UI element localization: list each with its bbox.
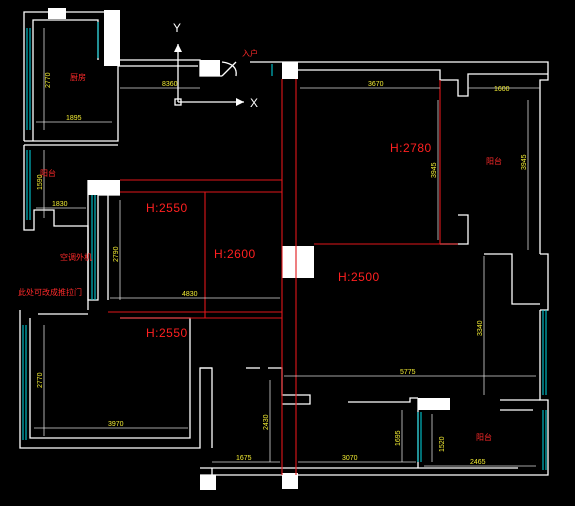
dim-living-width: 3670 xyxy=(368,81,384,88)
dim-bottom-span-b: 3070 xyxy=(342,455,358,462)
columns xyxy=(48,8,450,490)
dim-balcony-br-width: 2465 xyxy=(470,459,486,466)
kitchen-label: 厨房 xyxy=(70,72,86,82)
dim-bedroom-height: 2770 xyxy=(37,372,44,388)
dim-balcony-width: 1830 xyxy=(52,201,68,208)
dim-mid-room-width: 4830 xyxy=(182,291,198,298)
ceiling-height-hall: H:2500 xyxy=(338,270,380,284)
dim-hall-width: 5775 xyxy=(400,369,416,376)
balcony-label-bottom-right: 阳台 xyxy=(476,432,492,442)
dim-bedroom-width: 3970 xyxy=(108,421,124,428)
dim-living-height-right: 3945 xyxy=(521,154,528,170)
dim-entry-width: 8360 xyxy=(162,81,178,88)
entrance-door xyxy=(221,61,272,77)
balcony-label-right: 阳台 xyxy=(486,156,502,166)
dim-mid-room-height: 2790 xyxy=(113,246,120,262)
dim-bottom-height-b: 1695 xyxy=(395,430,402,446)
dim-living-right-width: 1600 xyxy=(494,86,510,93)
dim-kitchen-width: 1895 xyxy=(66,115,82,122)
ceiling-height-living: H:2780 xyxy=(390,141,432,155)
dim-balcony-br-height: 1520 xyxy=(439,436,446,452)
entrance-label: 入户 xyxy=(242,48,258,58)
dim-bottom-height-a: 2430 xyxy=(263,414,270,430)
dimension-lines xyxy=(34,28,540,467)
ceiling-boundaries xyxy=(108,79,458,475)
windows xyxy=(22,22,547,470)
ceiling-height-mid-lower: H:2550 xyxy=(146,326,188,340)
sliding-door-note: 此处可改成推拉门 xyxy=(18,287,82,297)
dim-kitchen-height: 2770 xyxy=(45,72,52,88)
dim-hall-height: 3340 xyxy=(477,320,484,336)
dim-living-height-left: 3945 xyxy=(431,162,438,178)
dim-balcony-height: 1590 xyxy=(37,174,44,190)
ucs-axis-indicator: Y X xyxy=(173,21,258,110)
balcony-label-top-left: 阳台 xyxy=(40,168,56,178)
ceiling-height-corridor: H:2600 xyxy=(214,247,256,261)
y-axis-label: Y xyxy=(173,21,181,35)
ac-outdoor-label: 空调外机 xyxy=(60,252,92,262)
dim-bottom-span-a: 1675 xyxy=(236,455,252,462)
dimension-labels: 2770 1895 8360 3670 1600 3945 3945 1590 … xyxy=(37,72,528,466)
room-labels: 厨房 阳台 阳台 阳台 入户 空调外机 此处可改成推拉门 xyxy=(18,48,502,442)
ceiling-height-labels: H:2780 H:2550 H:2600 H:2500 H:2550 xyxy=(146,141,432,340)
x-axis-label: X xyxy=(250,96,258,110)
ceiling-height-mid-upper: H:2550 xyxy=(146,201,188,215)
walls xyxy=(19,11,549,476)
